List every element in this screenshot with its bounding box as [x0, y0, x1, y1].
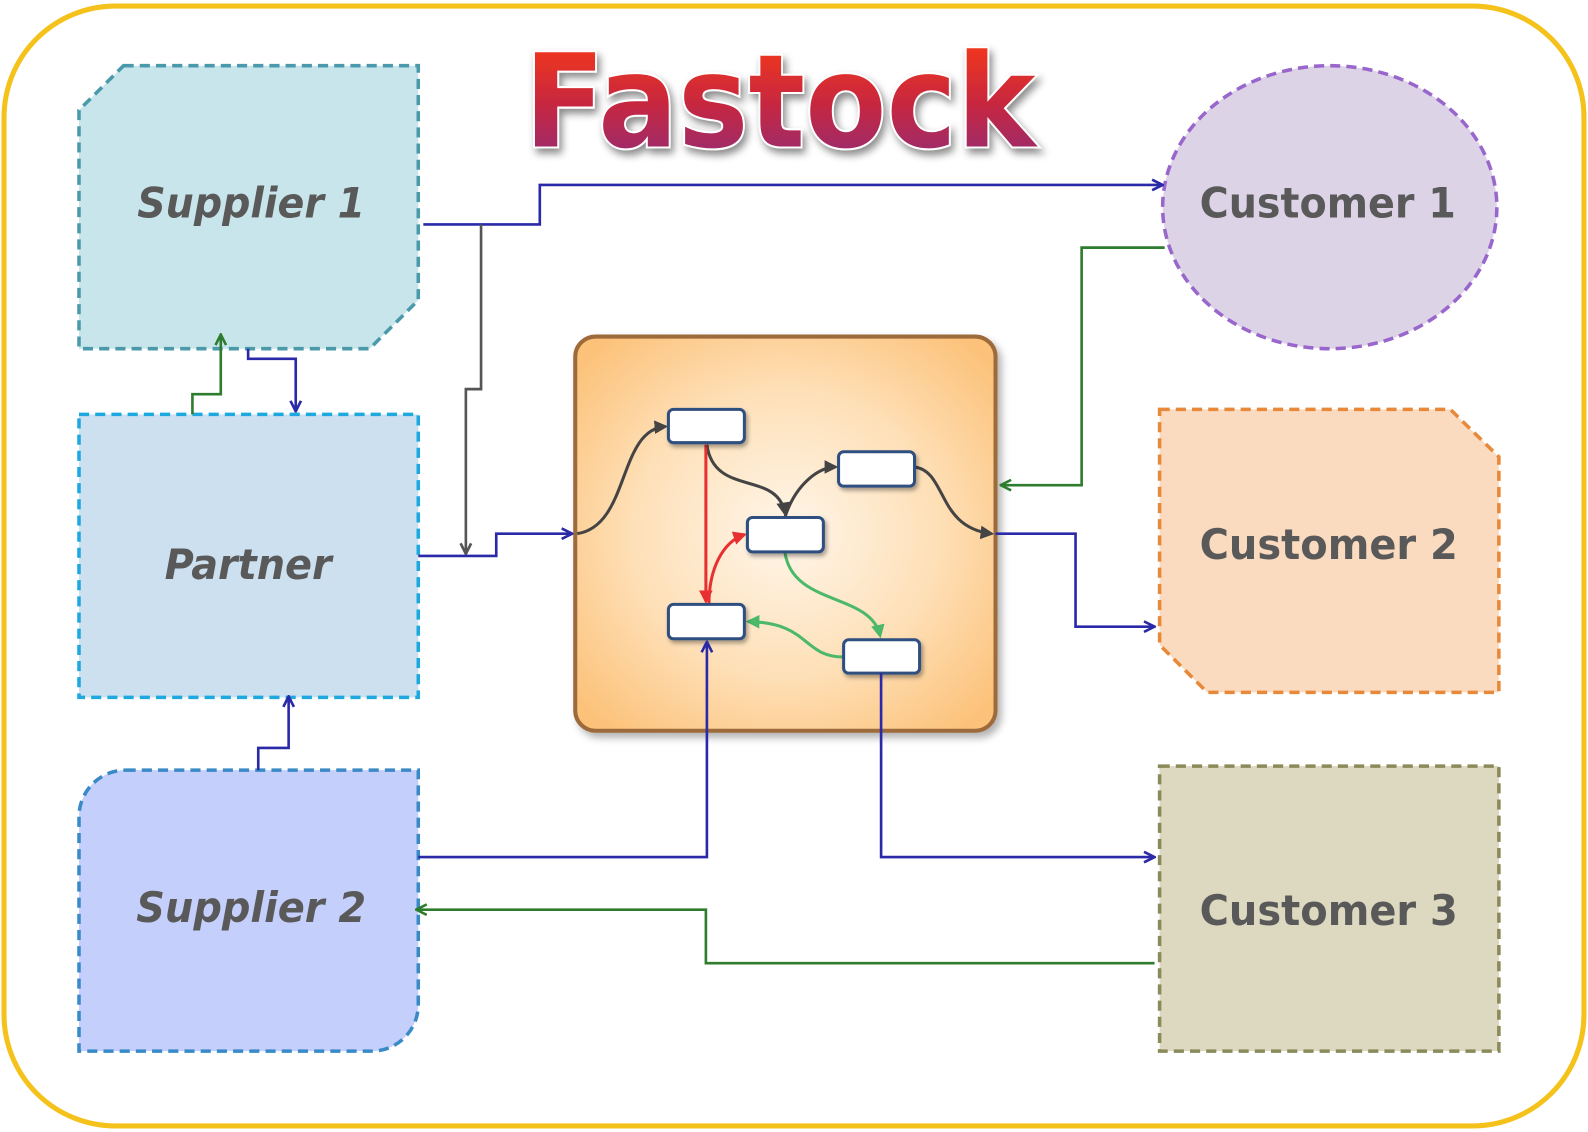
connector-hub-to-customer-3 [879, 673, 1154, 857]
supplier-2-label: Supplier 2 [136, 883, 366, 932]
hub-flow-5-to-4 [745, 614, 844, 659]
connector-supplier-2-to-hub [418, 642, 707, 859]
supplier-1-label: Supplier 1 [137, 178, 365, 227]
customer-1-label: Customer 1 [1200, 178, 1456, 227]
supplier-1-node: Supplier 1 [77, 63, 421, 351]
hub-flow-3-to-2 [783, 460, 839, 518]
page-title: Fastock [524, 27, 1038, 178]
connector-partner-to-hub [418, 534, 572, 558]
hub-step-1 [666, 407, 746, 445]
hub-step-3 [745, 515, 825, 554]
hub-flow-exit [914, 465, 995, 540]
customer-3-node: Customer 3 [1157, 764, 1501, 1053]
partner-label: Partner [165, 540, 335, 589]
hub-step-5 [842, 638, 922, 675]
connector-partner-to-supplier-1 [191, 335, 220, 415]
connector-customer-1-to-hub [1001, 246, 1165, 486]
customer-3-label: Customer 3 [1200, 886, 1458, 935]
connector-hub-to-customer-2 [995, 532, 1155, 627]
partner-node: Partner [77, 412, 421, 700]
hub-flow-3-to-5 [783, 551, 885, 639]
customer-1-node: Customer 1 [1160, 63, 1499, 351]
hub-step-2 [837, 450, 917, 488]
hub-flow-4-to-3 [707, 531, 747, 605]
connector-supplier-1-to-partner [246, 348, 296, 412]
hub-flow-1-to-3 [705, 444, 790, 517]
supplier-2-node: Supplier 2 [77, 768, 421, 1053]
hub-flow-entry [577, 420, 669, 536]
connector-supplier-1-to-hub [466, 224, 483, 553]
connector-customer-3-to-supplier-2 [416, 910, 1155, 965]
hub-step-4 [666, 602, 746, 641]
connector-supplier-2-to-partner [256, 696, 288, 771]
customer-2-node: Customer 2 [1157, 407, 1501, 695]
customer-2-label: Customer 2 [1200, 520, 1458, 569]
